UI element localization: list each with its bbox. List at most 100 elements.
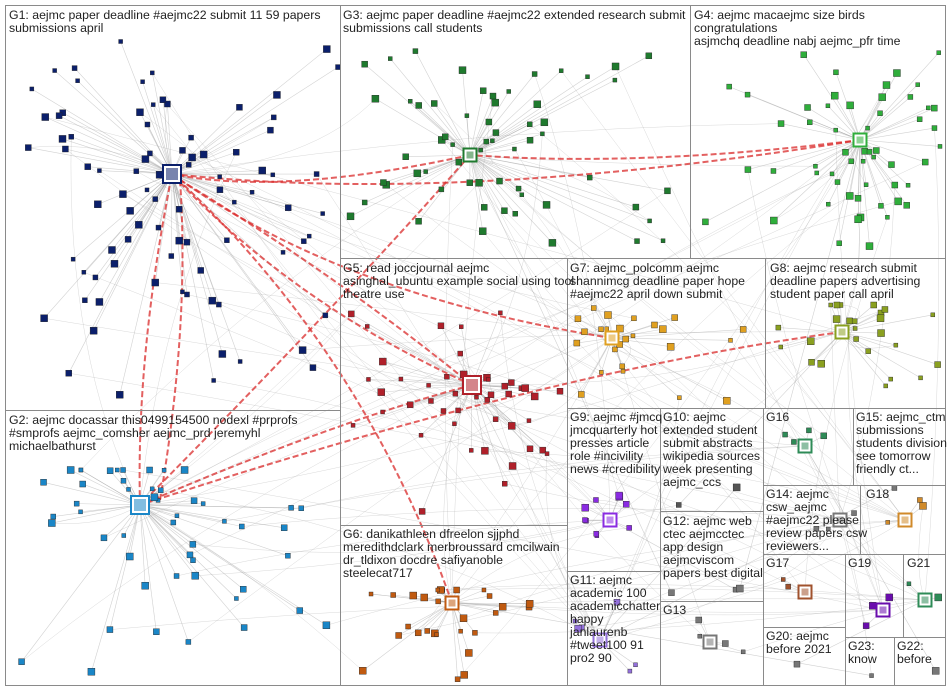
network-node	[377, 388, 385, 396]
network-edge	[368, 379, 806, 447]
network-node	[18, 658, 25, 665]
network-edge	[171, 66, 339, 175]
network-node	[301, 238, 307, 244]
network-node	[458, 66, 467, 74]
network-edge	[368, 379, 473, 386]
network-node	[915, 82, 920, 87]
network-edge	[139, 504, 146, 586]
network-node	[883, 383, 888, 389]
network-node	[878, 93, 886, 101]
network-node	[237, 359, 243, 364]
network-node	[82, 297, 88, 303]
network-edge	[578, 519, 906, 630]
network-node	[216, 301, 222, 308]
network-edge	[410, 101, 471, 156]
network-edge	[859, 52, 939, 141]
network-node	[406, 401, 414, 408]
network-node	[454, 676, 461, 682]
network-edge	[139, 504, 177, 577]
network-edge	[224, 445, 806, 522]
network-edge	[609, 328, 856, 521]
network-edge	[53, 504, 141, 517]
network-node	[390, 592, 396, 598]
network-edge	[188, 337, 613, 643]
network-node	[58, 135, 67, 143]
network-node	[846, 101, 854, 110]
network-edge	[471, 312, 501, 386]
network-node	[917, 497, 923, 503]
network-edge	[469, 76, 588, 156]
network-node	[836, 240, 842, 246]
network-node	[418, 508, 426, 515]
network-edge	[65, 148, 173, 175]
network-node	[486, 377, 491, 382]
network-node	[146, 466, 153, 474]
network-node	[590, 305, 597, 311]
network-node	[100, 534, 108, 542]
network-node	[826, 526, 831, 532]
network-edge	[743, 599, 926, 653]
network-edge	[186, 294, 906, 521]
network-node	[437, 322, 445, 330]
network-node	[501, 383, 508, 390]
network-node	[833, 127, 838, 133]
network-node	[412, 48, 419, 54]
network-node	[151, 102, 156, 107]
network-node	[217, 174, 222, 179]
network-node	[110, 260, 119, 268]
network-node	[506, 89, 511, 94]
network-edge	[545, 453, 601, 641]
network-node	[379, 357, 387, 366]
network-edge	[611, 337, 731, 341]
highlighted-edge	[171, 139, 861, 185]
network-node	[531, 71, 538, 77]
network-node	[424, 628, 430, 634]
network-node	[364, 324, 370, 329]
network-node	[651, 321, 658, 329]
network-edge	[176, 519, 611, 577]
network-node	[183, 238, 191, 246]
network-node	[791, 439, 797, 445]
network-node	[770, 168, 777, 174]
network-node	[479, 87, 487, 94]
network-node	[666, 343, 675, 351]
network-edge	[504, 483, 906, 524]
hub-node-avatar	[901, 516, 909, 524]
network-edge	[383, 154, 471, 183]
hub-node-avatar	[921, 596, 929, 604]
network-node	[611, 62, 620, 71]
network-edge	[122, 193, 473, 386]
network-node	[180, 466, 189, 474]
highlighted-edge	[171, 173, 473, 386]
network-node	[808, 359, 815, 366]
network-node	[273, 91, 281, 99]
network-node	[604, 326, 609, 332]
network-edge	[136, 170, 906, 521]
network-node	[469, 448, 474, 453]
network-edge	[171, 173, 602, 330]
network-node	[190, 557, 196, 563]
network-edge	[171, 48, 328, 175]
network-node	[189, 541, 197, 548]
network-edge	[171, 173, 213, 301]
network-edge	[534, 73, 611, 521]
network-edge	[804, 217, 888, 593]
network-edge	[611, 328, 663, 339]
network-edge	[139, 504, 157, 632]
network-node	[893, 342, 899, 348]
network-node	[232, 199, 237, 205]
network-node	[630, 333, 636, 339]
network-edge	[839, 519, 867, 626]
network-node	[440, 408, 447, 414]
network-edge	[469, 154, 620, 496]
network-edge	[451, 602, 458, 680]
network-node	[931, 125, 938, 131]
network-node	[851, 318, 858, 324]
network-edge	[382, 361, 473, 386]
network-node	[501, 207, 508, 214]
network-node	[66, 466, 75, 474]
network-node	[186, 551, 194, 559]
highlighted-edge	[159, 179, 184, 501]
network-edge	[381, 384, 473, 393]
network-node	[475, 179, 483, 187]
